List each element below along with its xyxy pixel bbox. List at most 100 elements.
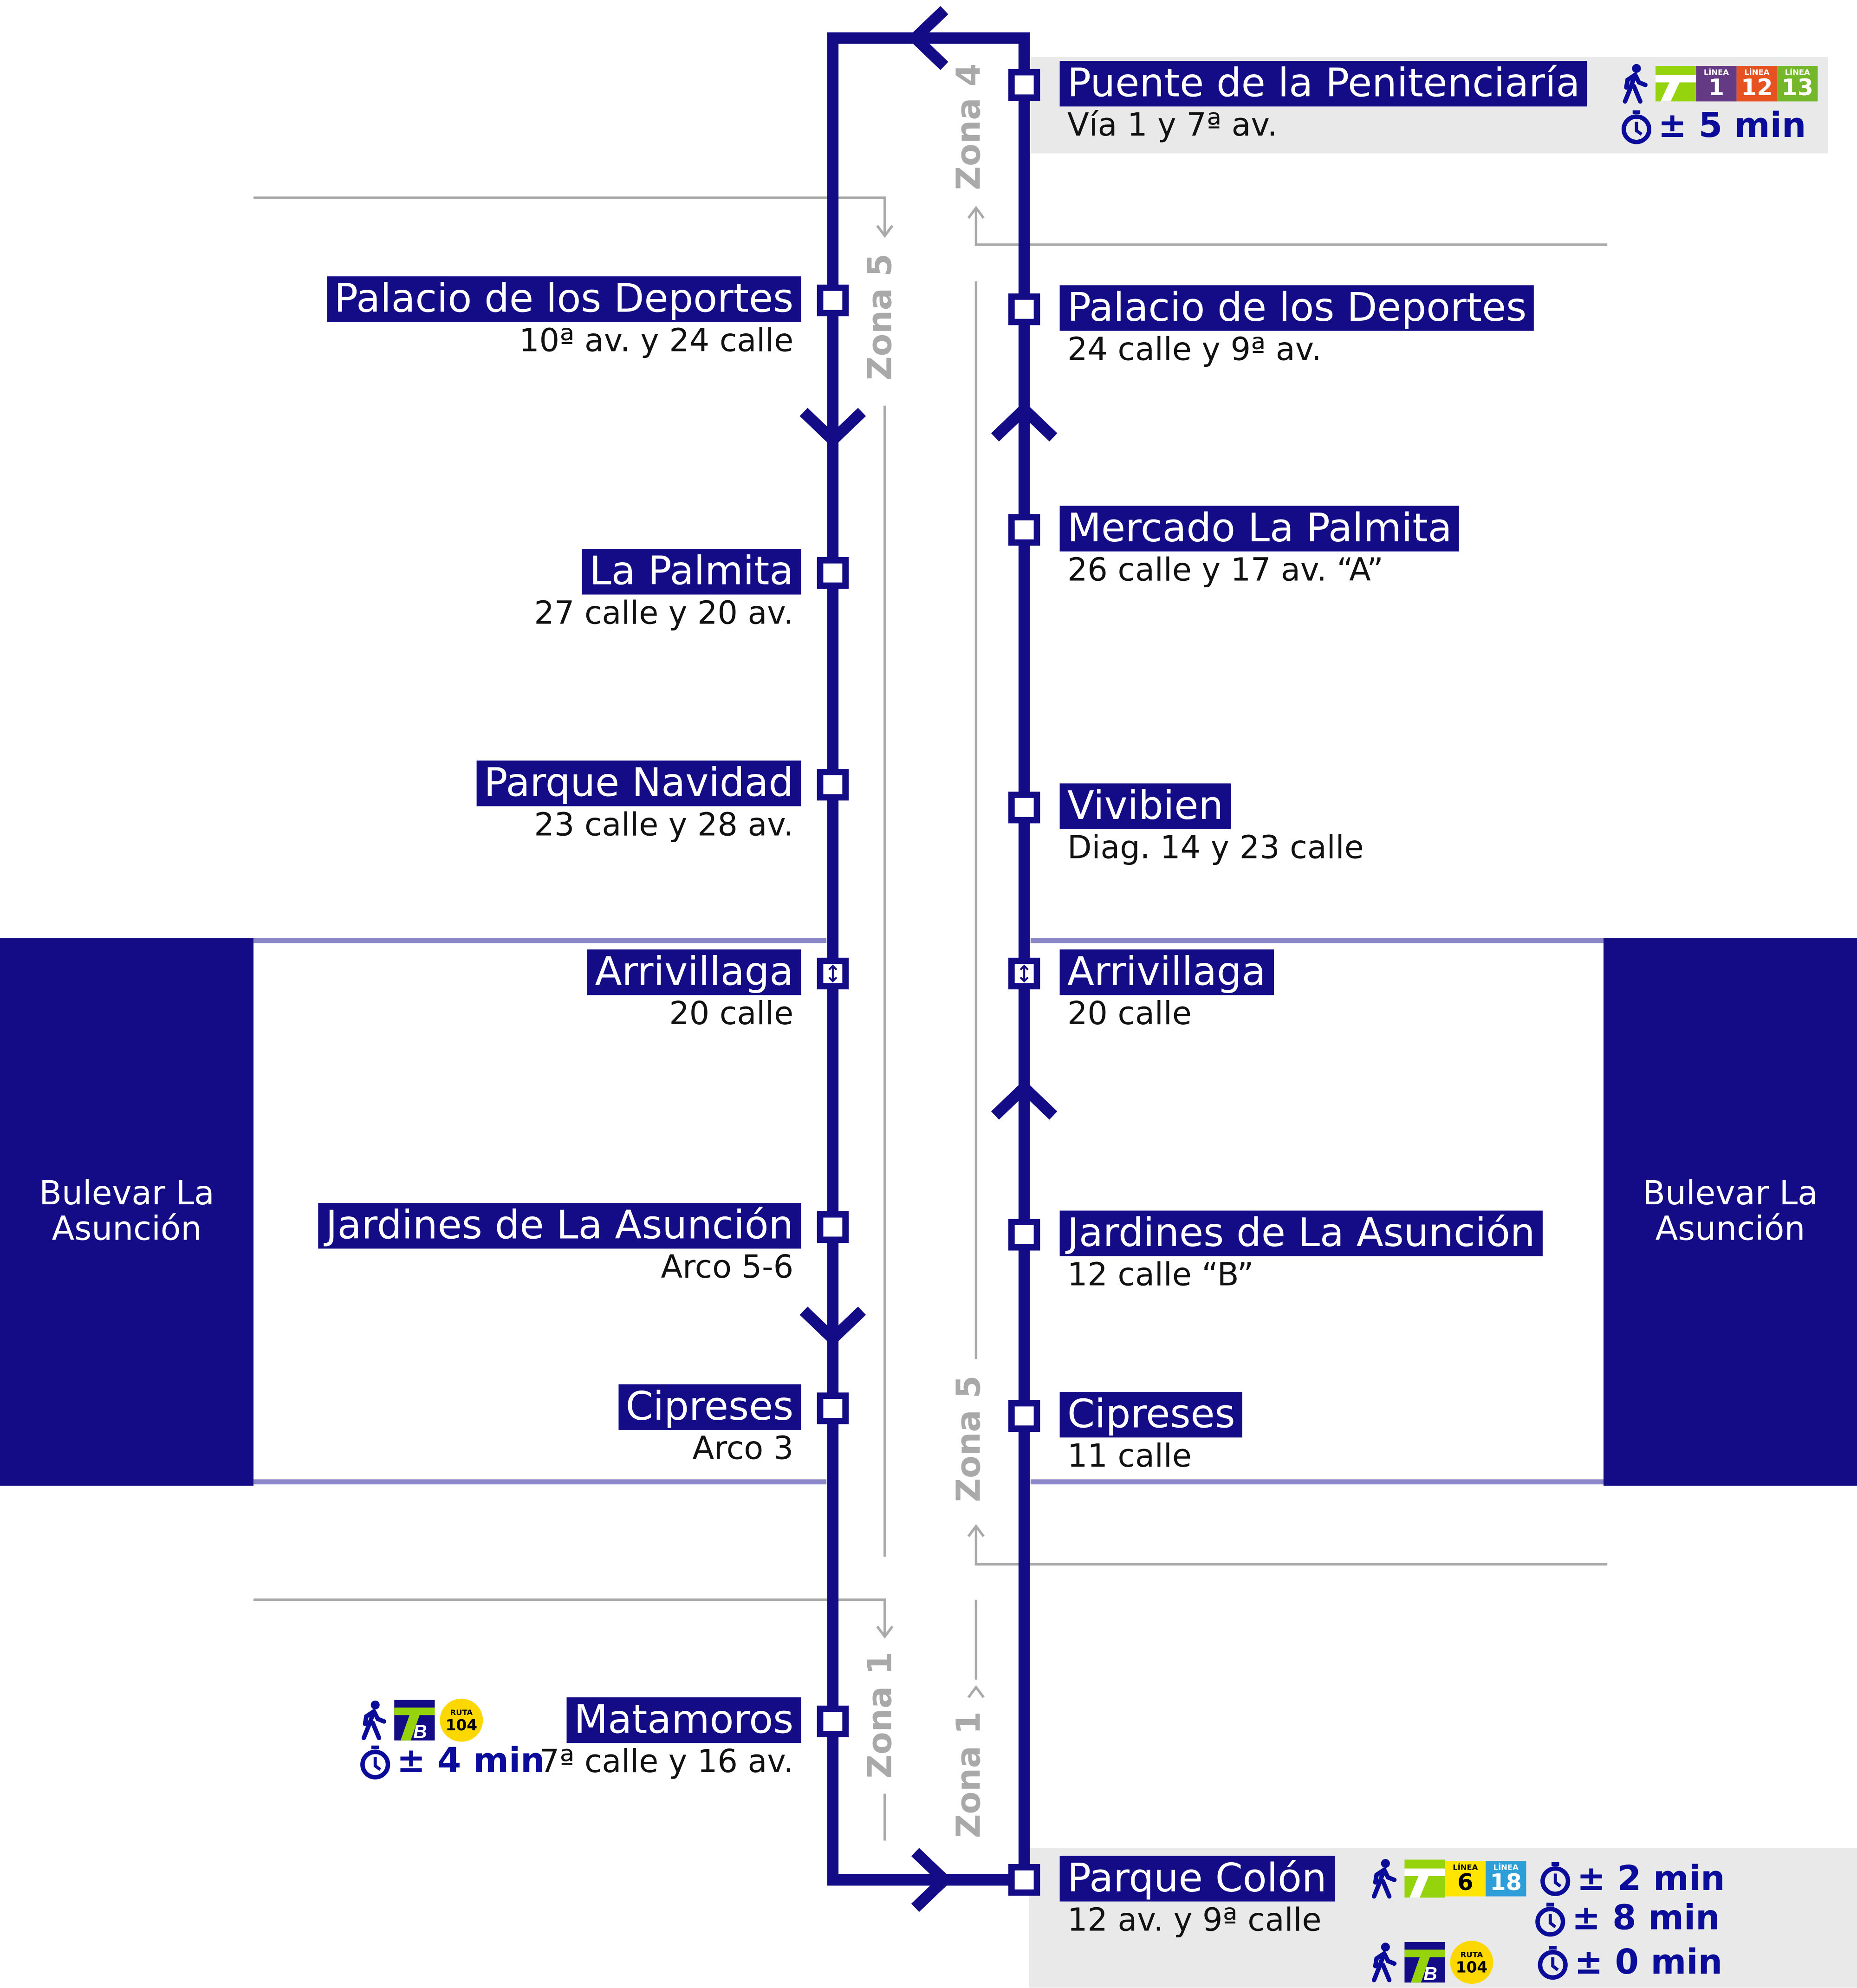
zone-label: Zona 4: [950, 63, 989, 190]
stop-address: 12 calle “B”: [1067, 1256, 1254, 1293]
stop-marker[interactable]: [1008, 792, 1040, 824]
stop-address: Diag. 14 y 23 calle: [1067, 829, 1364, 866]
walk-time: ± 2 min: [1577, 1859, 1725, 1898]
stop-name: La Palmita: [582, 549, 801, 595]
stop-address: 11 calle: [1067, 1437, 1192, 1475]
stop-name: Parque Colón: [1059, 1856, 1335, 1902]
stop-marker[interactable]: [1008, 514, 1040, 546]
arrow-right-icon: [911, 1848, 953, 1912]
stop-name: Cipreses: [618, 1384, 801, 1430]
stop-name: Puente de la Penitenciaría: [1059, 61, 1588, 107]
stopwatch-icon: [1535, 1902, 1565, 1936]
stop-marker[interactable]: [817, 1211, 849, 1243]
stop-name: Parque Navidad: [476, 760, 801, 806]
stop-name: Palacio de los Deportes: [326, 276, 801, 322]
arrow-up-icon: [991, 1079, 1058, 1120]
stop-name: Palacio de los Deportes: [1059, 285, 1534, 331]
stop-marker[interactable]: [1008, 1219, 1040, 1251]
stop-address: 27 calle y 20 av.: [534, 594, 794, 631]
stop-marker[interactable]: [817, 768, 849, 801]
walk-icon: [361, 1700, 387, 1741]
zone-label: Zona 1: [862, 1651, 900, 1779]
stopwatch-icon: [1538, 1946, 1568, 1980]
stop-address: Arco 3: [692, 1429, 794, 1467]
stop-address: 23 calle y 28 av.: [534, 806, 794, 843]
stop-marker[interactable]: [1008, 69, 1040, 101]
stopwatch-icon: [1540, 1862, 1571, 1896]
transmetro-logo-icon: [1404, 1859, 1445, 1898]
stop-address: 20 calle: [1067, 995, 1192, 1032]
zone-label: Zona 5: [862, 253, 900, 381]
stop-name: Matamoros: [566, 1697, 801, 1743]
walk-icon: [1371, 1943, 1397, 1982]
district-band-right: Bulevar La Asunción: [1603, 938, 1857, 1486]
stop-address: 20 calle: [669, 995, 794, 1032]
stop-name: Arrivillaga: [1059, 949, 1274, 995]
zone-lines: [253, 196, 1608, 1841]
stop-address: Vía 1 y 7ª av.: [1067, 106, 1278, 143]
wait-time: ± 8 min: [1571, 1899, 1720, 1938]
stopwatch-icon: [1621, 110, 1652, 144]
stop-address: 24 calle y 9ª av.: [1067, 331, 1322, 368]
walk-time: ± 5 min: [1658, 106, 1806, 146]
stop-marker[interactable]: [1008, 293, 1040, 325]
stop-marker[interactable]: [1008, 1864, 1040, 1896]
stop-name: Arrivillaga: [587, 949, 801, 995]
stop-address: 26 calle y 17 av. “A”: [1067, 551, 1383, 588]
district-label: Bulevar La Asunción: [1643, 1175, 1818, 1249]
walk-icon: [1623, 64, 1648, 104]
district-band-left: Bulevar La Asunción: [0, 938, 254, 1486]
walk-time: ± 4 min: [396, 1741, 545, 1781]
transurbano-logo-icon: B: [1404, 1942, 1445, 1983]
stop-marker[interactable]: [817, 284, 849, 317]
stopwatch-icon: [360, 1745, 390, 1779]
stop-marker[interactable]: [817, 557, 849, 589]
stop-name: Mercado La Palmita: [1059, 506, 1460, 552]
stop-marker[interactable]: [1008, 1400, 1040, 1432]
bidirectional-icon: [828, 964, 838, 983]
district-label: Bulevar La Asunción: [39, 1175, 214, 1249]
stop-name: Vivibien: [1059, 783, 1231, 829]
arrow-left-icon: [907, 6, 948, 70]
stop-marker[interactable]: [817, 1392, 849, 1424]
transurbano-logo-icon: B: [394, 1700, 435, 1741]
direction-arrows: [799, 6, 1058, 1912]
arrow-down-icon: [799, 1306, 866, 1347]
stop-marker[interactable]: [817, 1705, 849, 1738]
stop-address: 12 av. y 9ª calle: [1067, 1901, 1322, 1938]
zone-label: Zona 5: [950, 1375, 989, 1502]
stop-markers: [817, 69, 1040, 1896]
stop-name: Jardines de La Asunción: [318, 1203, 801, 1249]
stop-name: Jardines de La Asunción: [1059, 1210, 1543, 1256]
arrow-down-icon: [799, 408, 866, 448]
arrow-up-icon: [991, 401, 1058, 442]
svg-text:B: B: [1423, 1963, 1437, 1982]
zone-label: Zona 1: [950, 1711, 989, 1838]
stop-address: 10ª av. y 24 calle: [519, 322, 794, 359]
